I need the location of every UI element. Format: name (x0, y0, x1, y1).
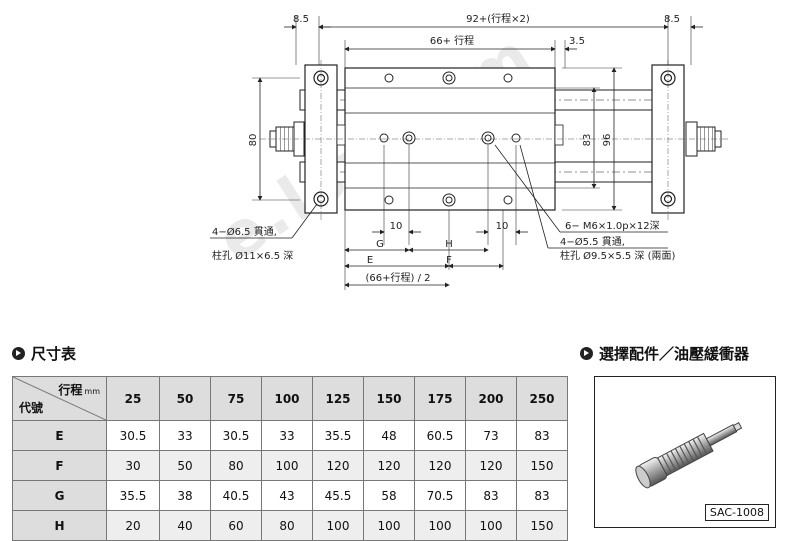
accessory-heading: 選擇配件／油壓緩衝器 (580, 343, 749, 364)
table-cell: 100 (465, 510, 517, 541)
table-cell: 33 (261, 420, 313, 451)
table-cell: 33 (159, 420, 211, 451)
row-code: F (12, 450, 107, 481)
table-cell: 30.5 (210, 420, 262, 451)
center-lines (260, 60, 730, 222)
dim-g: G (376, 239, 384, 250)
dim-offset: 3.5 (569, 36, 585, 47)
dim-height-80: 80 (248, 134, 259, 147)
table-cell: 120 (363, 450, 415, 481)
table-cell: 30 (106, 450, 160, 481)
table-cell: 120 (312, 450, 364, 481)
dim-right-end: 8.5 (664, 14, 680, 25)
table-cell: 40 (159, 510, 211, 541)
stroke-header: 50 (159, 376, 211, 421)
note-right-hole-2: 柱孔 Ø9.5×5.5 深 (兩面) (560, 249, 675, 262)
accessory-image-box: SAC-1008 (594, 376, 776, 528)
play-bullet-icon (12, 347, 25, 360)
table-cell: 150 (516, 450, 568, 481)
dim-height-83: 83 (582, 134, 593, 147)
note-thread: 6− M6×1.0p×12深 (565, 220, 660, 232)
table-cell: 40.5 (210, 480, 262, 511)
dim-half: (66+行程) / 2 (366, 271, 431, 284)
shock-absorber-image (635, 422, 743, 489)
table-cell: 38 (159, 480, 211, 511)
stroke-header: 125 (312, 376, 364, 421)
table-cell: 100 (414, 510, 466, 541)
size-table-heading: 尺寸表 (12, 343, 76, 364)
table-cell: 45.5 (312, 480, 364, 511)
stroke-header: 150 (363, 376, 415, 421)
table-cell: 43 (261, 480, 313, 511)
table-cell: 120 (465, 450, 517, 481)
dim-h: H (445, 239, 453, 250)
table-cell: 83 (516, 480, 568, 511)
dim-overall: 92+(行程×2) (466, 12, 530, 25)
accessory-title: 選擇配件／油壓緩衝器 (599, 345, 750, 363)
play-bullet-icon (580, 347, 593, 360)
table-holes (379, 71, 521, 207)
model-label: SAC-1008 (704, 504, 769, 521)
row-code: E (12, 420, 107, 451)
table-cell: 35.5 (106, 480, 160, 511)
table-cell: 58 (363, 480, 415, 511)
table-cell: 80 (210, 450, 262, 481)
stroke-header: 200 (465, 376, 517, 421)
dim-pitch-right: 10 (496, 221, 509, 232)
size-table-title: 尺寸表 (31, 345, 77, 363)
dim-f: F (446, 255, 452, 266)
table-cell: 60 (210, 510, 262, 541)
code-label: 代號 (19, 401, 44, 415)
stroke-header: 100 (261, 376, 313, 421)
table-cell: 60.5 (414, 420, 466, 451)
dim-body: 66+ 行程 (430, 34, 474, 47)
table-cell: 100 (261, 450, 313, 481)
table-cell: 50 (159, 450, 211, 481)
table-cell: 83 (465, 480, 517, 511)
dim-height-96: 96 (602, 134, 613, 147)
stroke-header: 75 (210, 376, 262, 421)
table-cell: 73 (465, 420, 517, 451)
table-cell: 150 (516, 510, 568, 541)
dim-pitch-left: 10 (390, 221, 403, 232)
table-cell: 48 (363, 420, 415, 451)
note-left-hole-1: 4−Ø6.5 貫通, (212, 226, 277, 238)
stroke-header: 250 (516, 376, 568, 421)
dim-left-end: 8.5 (293, 14, 309, 25)
table-cell: 30.5 (106, 420, 160, 451)
table-cell: 70.5 (414, 480, 466, 511)
note-left-hole-2: 柱孔 Ø11×6.5 深 (212, 249, 293, 262)
table-cell: 20 (106, 510, 160, 541)
dimension-lines (210, 24, 703, 288)
table-cell: 35.5 (312, 420, 364, 451)
table-cell: 100 (312, 510, 364, 541)
dim-e: E (367, 255, 373, 266)
table-cell: 120 (414, 450, 466, 481)
note-right-hole-1: 4−Ø5.5 貫通, (560, 236, 625, 248)
stroke-header: 175 (414, 376, 466, 421)
technical-drawing: 8.5 92+(行程×2) 8.5 66+ 行程 3.5 80 83 96 10… (210, 12, 730, 290)
table-cell: 83 (516, 420, 568, 451)
table-cell: 100 (363, 510, 415, 541)
table-cell: 80 (261, 510, 313, 541)
row-code: G (12, 480, 107, 511)
row-code: H (12, 510, 107, 541)
stroke-header: 25 (106, 376, 160, 421)
